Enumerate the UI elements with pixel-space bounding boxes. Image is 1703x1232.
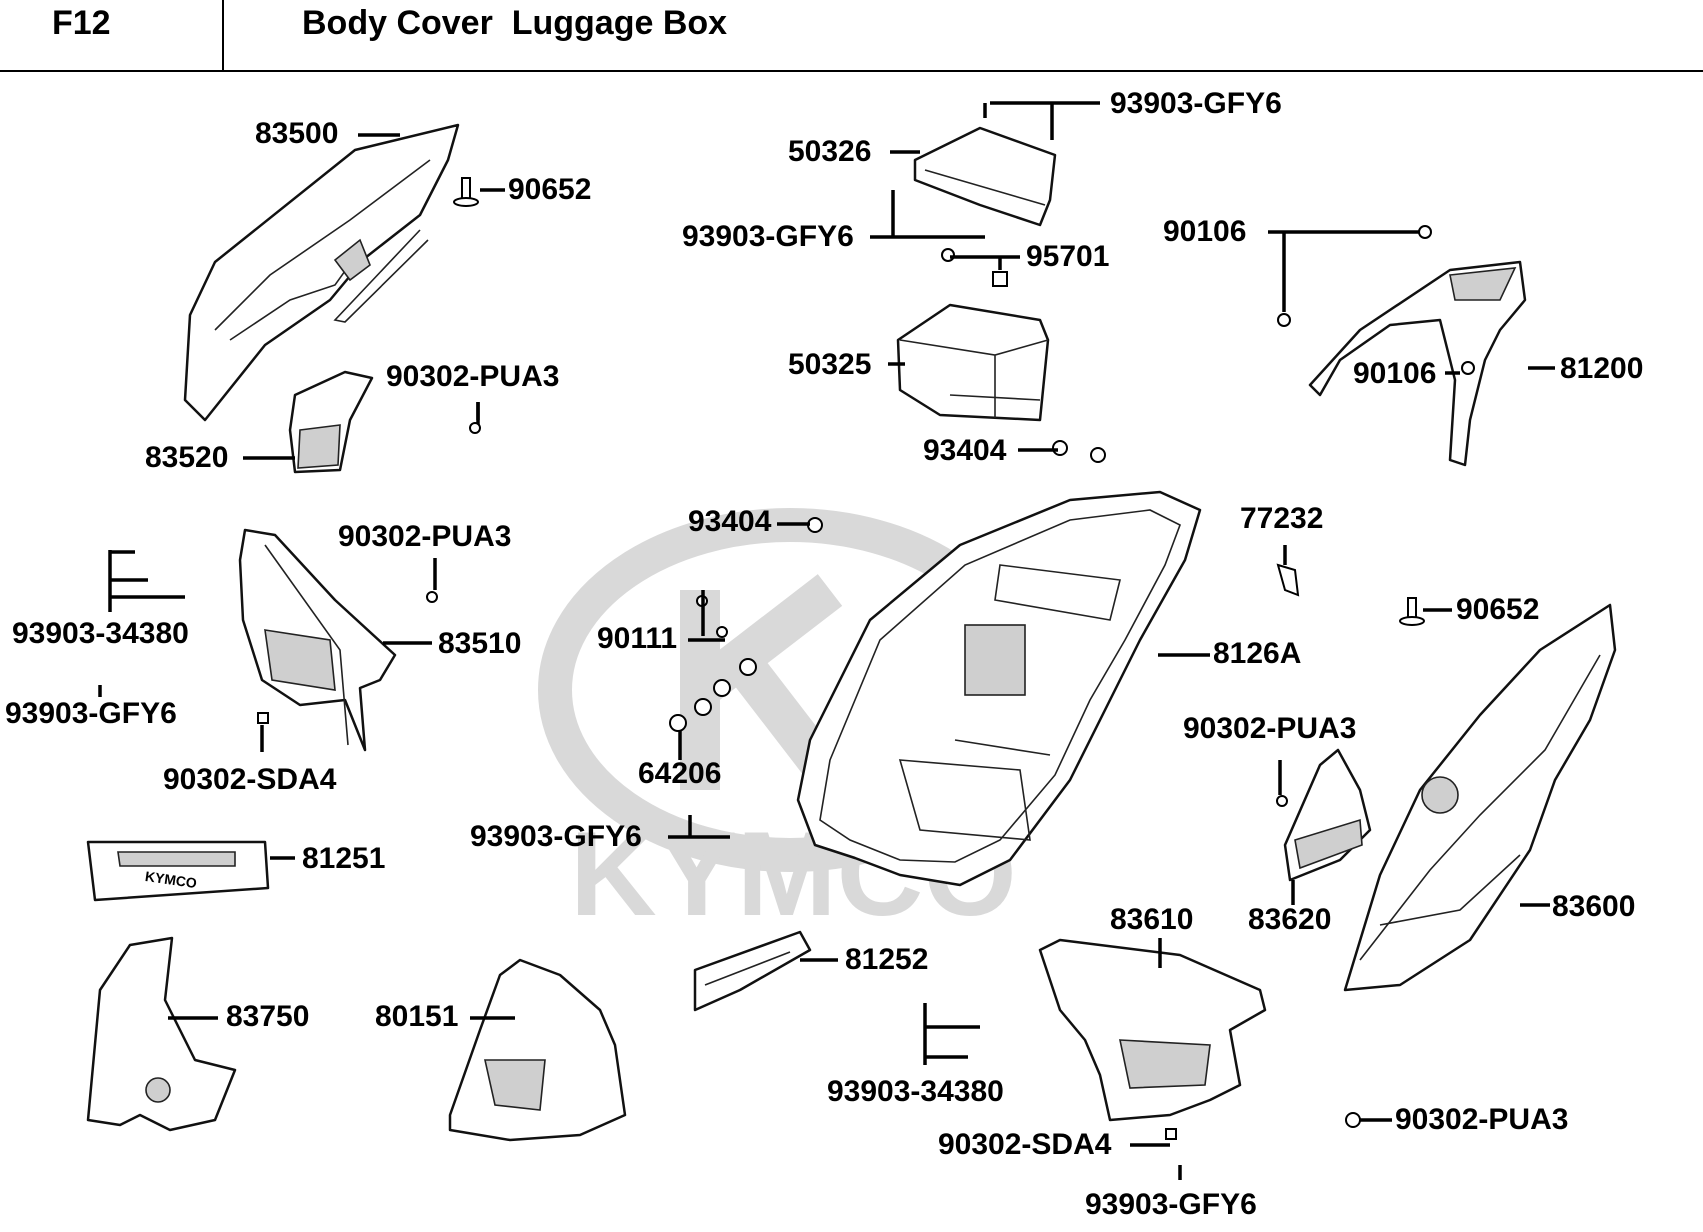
label-93404-a: 93404 — [923, 434, 1007, 467]
part-83750-drawing — [86, 936, 237, 1132]
label-83620: 83620 — [1248, 903, 1332, 936]
label-81200: 81200 — [1560, 352, 1644, 385]
label-95701: 95701 — [1026, 240, 1110, 273]
part-80151-drawing — [448, 958, 627, 1142]
label-50326: 50326 — [788, 135, 872, 168]
label-93404-b: 93404 — [688, 505, 772, 538]
label-80151: 80151 — [375, 1000, 459, 1033]
label-90302-pua3-b: 90302-PUA3 — [338, 520, 512, 553]
part-81252-drawing — [693, 930, 812, 1012]
label-90302-sda4-a: 90302-SDA4 — [163, 763, 337, 796]
part-83610-drawing — [1038, 938, 1267, 1122]
kymco-logo-text: KYMCO — [144, 868, 198, 891]
label-93903-gfy6-a: 93903-GFY6 — [1110, 87, 1282, 120]
label-50325: 50325 — [788, 348, 872, 381]
label-93903-gfy6-e: 93903-GFY6 — [1085, 1188, 1257, 1221]
label-8126a: 8126A — [1213, 637, 1302, 670]
part-90652-a-drawing — [453, 177, 479, 207]
part-90302-pua3-c-drawing — [1276, 795, 1288, 807]
part-90302-pua3-d-drawing — [1345, 1112, 1361, 1128]
label-77232: 77232 — [1240, 502, 1324, 535]
label-81251: 81251 — [302, 842, 386, 875]
part-90106-drawing — [1277, 225, 1475, 375]
label-90652-b: 90652 — [1456, 593, 1540, 626]
section-title: Body Cover Luggage Box — [302, 4, 728, 42]
label-83600: 83600 — [1552, 890, 1636, 923]
label-83750: 83750 — [226, 1000, 310, 1033]
part-83510-drawing — [238, 528, 397, 752]
part-83500-drawing — [183, 123, 460, 422]
label-83520: 83520 — [145, 441, 229, 474]
label-93903-gfy6-b: 93903-GFY6 — [682, 220, 854, 253]
part-93404-b-drawing — [807, 517, 823, 533]
label-90652-a: 90652 — [508, 173, 592, 206]
label-93903-gfy6-c: 93903-GFY6 — [5, 697, 177, 730]
label-90106-a: 90106 — [1163, 215, 1247, 248]
label-93903-34380-a: 93903-34380 — [12, 617, 189, 650]
part-8126a-drawing — [796, 490, 1202, 887]
part-50325-drawing — [896, 303, 1050, 422]
part-83620-drawing — [1283, 748, 1372, 882]
label-81252: 81252 — [845, 943, 929, 976]
label-90302-pua3-d: 90302-PUA3 — [1395, 1103, 1569, 1136]
label-90302-pua3-c: 90302-PUA3 — [1183, 712, 1357, 745]
leader-lines — [98, 101, 1555, 1180]
part-77232-drawing — [1276, 563, 1300, 597]
section-code: F12 — [52, 4, 111, 42]
part-83600-drawing — [1343, 603, 1617, 992]
label-90106-b: 90106 — [1353, 357, 1437, 390]
label-83610: 83610 — [1110, 903, 1194, 936]
page-header: F12 Body Cover Luggage Box — [0, 0, 1703, 72]
part-90302-sda4-drawing — [257, 712, 1177, 1140]
label-83510: 83510 — [438, 627, 522, 660]
part-90652-b-drawing — [1399, 597, 1425, 626]
part-83520-drawing — [288, 370, 374, 474]
label-90111: 90111 — [597, 622, 678, 655]
label-90302-sda4-b: 90302-SDA4 — [938, 1128, 1112, 1161]
label-64206: 64206 — [638, 757, 722, 790]
label-93903-gfy6-d: 93903-GFY6 — [470, 820, 642, 853]
part-64206-drawing — [669, 658, 757, 732]
part-95701-drawing — [941, 248, 1008, 287]
part-50326-drawing — [913, 126, 1057, 227]
label-93903-34380-b: 93903-34380 — [827, 1075, 1004, 1108]
part-93404-a-drawing — [1052, 440, 1106, 463]
part-81200-drawing — [1308, 260, 1527, 467]
label-90302-pua3-a: 90302-PUA3 — [386, 360, 560, 393]
label-83500: 83500 — [255, 117, 339, 150]
part-81251-drawing: KYMCO — [86, 840, 270, 902]
part-90302-pua3-b-drawing — [426, 591, 438, 603]
header-divider — [222, 0, 224, 70]
